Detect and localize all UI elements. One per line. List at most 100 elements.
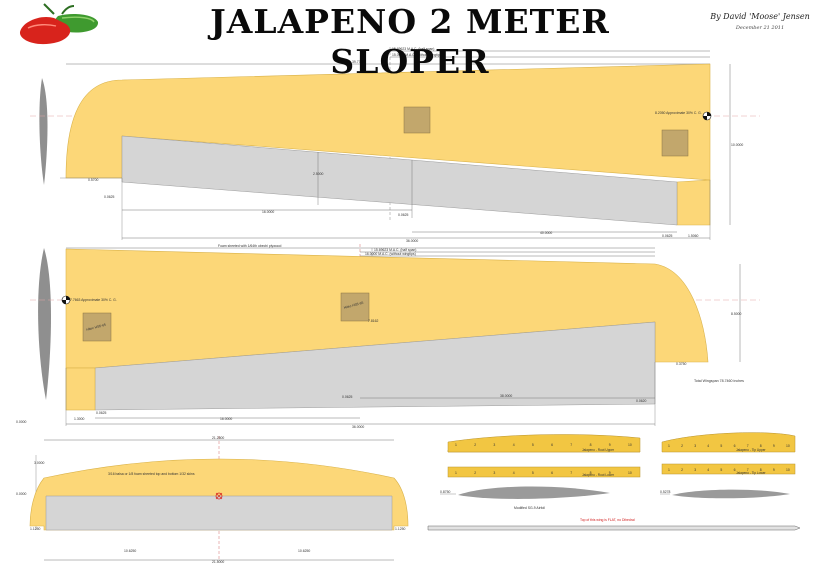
rib-number: 8	[760, 468, 762, 472]
dim-plan-half-a: 10.6250	[124, 549, 136, 553]
dim-bottom-root-gap2: 0.0625	[96, 411, 106, 415]
rib-number: 1	[455, 471, 457, 475]
root-airfoil-profile	[458, 486, 610, 499]
rib-number: 5	[532, 443, 534, 447]
rib-number: 3	[694, 468, 696, 472]
rib-number: 7	[570, 471, 572, 475]
rib-number: 7	[570, 443, 572, 447]
rib-number: 8	[590, 471, 592, 475]
dim-top-le-offset: 0.0625	[104, 195, 114, 199]
rib-number: 10	[628, 471, 632, 475]
template-label-root-lower: Jalapeno - Root Lower	[582, 473, 615, 477]
dim-bottom-side: 0.0000	[16, 420, 26, 424]
template-label-tip-lower: Jalapeno - Tip Lower	[736, 471, 767, 475]
rib-number: 4	[707, 444, 709, 448]
rib-number: 10	[786, 444, 790, 448]
dim-top-span: 39.7720	[352, 60, 364, 64]
flat-top-wing-profile	[427, 525, 801, 531]
bottom-cg-label: 7.7663 Approximate 30% C. G.	[70, 298, 117, 302]
tip-airfoil-profile	[672, 489, 790, 499]
root-airfoil-side	[39, 78, 48, 185]
dim-top-tip-offset: 0.5700	[88, 178, 98, 182]
servo-bay	[403, 106, 431, 134]
plan-view-flap	[45, 495, 393, 531]
rib-number: 2	[474, 471, 476, 475]
wingspan-note: Total Wingspan 78.7460 inches	[694, 379, 744, 383]
foil-root-dim: 0.8750	[440, 490, 450, 494]
rib-number: 10	[786, 468, 790, 472]
rib-number: 2	[474, 443, 476, 447]
dim-plan-half-b: 10.6250	[298, 549, 310, 553]
dim-bottom-chord: 8.5000	[731, 312, 741, 316]
dim-top-tip-gap: 0.0625	[662, 234, 672, 238]
top-wing-panel	[30, 47, 760, 240]
plan-sheeting-note: 3/16 balsa or 1/8 foam sheeted top and b…	[108, 472, 195, 476]
dim-top-flap-mid: 2.5000	[313, 172, 323, 176]
dim-top-flap-root: 16.0000	[262, 210, 274, 214]
rib-number: 4	[513, 443, 515, 447]
dim-bottom-flap-span: 38.0000	[500, 394, 512, 398]
rib-number: 9	[773, 468, 775, 472]
drawing-date: December 21 2011	[735, 25, 785, 31]
dim-bottom-tip-offset: 0.3750	[676, 362, 686, 366]
rib-number: 6	[734, 468, 736, 472]
bottom-sheeting-note: Foam sheeted with 1/64th obechi plywood	[218, 244, 281, 248]
top-wing-flap	[121, 135, 678, 226]
rib-number: 1	[668, 468, 670, 472]
bottom-wing-panel	[30, 244, 760, 426]
servo-bay	[82, 312, 112, 342]
servo-bay	[340, 292, 370, 322]
dim-top-tip-width: 1.5060	[688, 234, 698, 238]
servo-bay	[661, 129, 689, 157]
tip-lower-template	[661, 463, 796, 475]
dim-bottom-root-gap: 1.3000	[74, 417, 84, 421]
foil-name: Modified SG-9 Airfoil	[514, 506, 545, 510]
dim-plan-left-height: 3.0000	[34, 461, 44, 465]
dim-bottom-flap-root: 16.0000	[220, 417, 232, 421]
jalapeno-pepper-icon	[19, 3, 99, 45]
rib-number: 2	[681, 468, 683, 472]
rib-number: 2	[681, 444, 683, 448]
foil-tip-dim: 0.5278	[660, 490, 670, 494]
flat-wing-note: Top of this wing is FLAT, no Dihedral	[580, 518, 635, 522]
servo-label-b: Hitec HS5-65	[343, 301, 364, 310]
top-cg-label: 8.2050 Approximate 30% C. G.	[655, 111, 702, 115]
rib-number: 6	[734, 444, 736, 448]
rib-number: 10	[628, 443, 632, 447]
author-byline: By David 'Moose' Jensen	[710, 12, 810, 21]
rib-number: 3	[694, 444, 696, 448]
dim-bottom-total-span: 36.0000	[352, 425, 364, 429]
dim-bottom-hinge-gap: 0.0625	[342, 395, 352, 399]
rib-number: 5	[720, 468, 722, 472]
rib-number: 1	[455, 443, 457, 447]
plan-view-panel	[29, 436, 409, 561]
dim-plan-right-tip: 1.1250	[395, 527, 405, 531]
root-lower-template	[447, 466, 641, 478]
template-label-root-upper: Jalapeno - Root Upper	[582, 448, 615, 452]
rib-number: 6	[551, 443, 553, 447]
rib-number: 3	[493, 471, 495, 475]
dim-plan-left-tip: 1.1250	[30, 527, 40, 531]
rib-number: 6	[551, 471, 553, 475]
template-label-tip-upper: Jalapeno - Tip Upper	[736, 448, 767, 452]
dim-bottom-mid: 7.8162	[368, 319, 378, 323]
dim-bottom-mac-no-wingtips: 16.0000 M.A.C. (without wingtips)	[365, 252, 416, 256]
dim-top-total-span: 36.0000	[406, 239, 418, 243]
dim-bottom-mac-half-span: 15.69623 M.A.C. (half span)	[374, 248, 416, 252]
center-mark-icon	[215, 492, 223, 500]
dim-top-flap-span: 40.0000	[540, 231, 552, 235]
dim-top-mac-no-wingtips: 15.0000 M.A.C. (without wingtips)	[392, 53, 443, 57]
rib-number: 7	[747, 444, 749, 448]
rib-number: 9	[609, 443, 611, 447]
rib-number: 5	[532, 471, 534, 475]
dim-top-chord: 10.0000	[731, 143, 743, 147]
page-title: JALAPENO 2 METER SLOPER	[210, 2, 610, 81]
rib-number: 4	[707, 468, 709, 472]
rib-number: 8	[590, 443, 592, 447]
tip-upper-template	[661, 432, 796, 453]
rib-number: 3	[493, 443, 495, 447]
cg-marker-icon	[702, 111, 712, 121]
dim-plan-left-height2: 0.0000	[16, 492, 26, 496]
rib-number: 9	[609, 471, 611, 475]
